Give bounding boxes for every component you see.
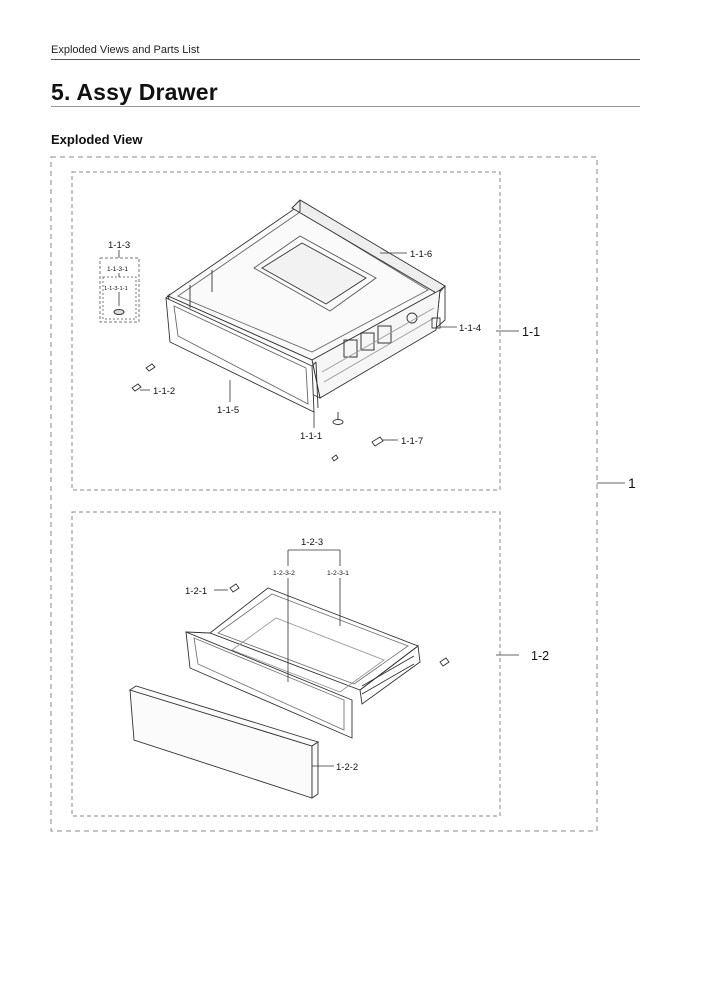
front-cover-illustration xyxy=(128,685,320,799)
label-1-1-5: 1-1-5 xyxy=(217,405,239,416)
label-1-1-2: 1-1-2 xyxy=(153,386,175,397)
label-1-1-3-1: 1-1-3-1 xyxy=(107,266,128,273)
label-1-1-6: 1-1-6 xyxy=(410,249,432,260)
label-1-2-3-2: 1-2-3-2 xyxy=(273,570,295,577)
small-parts-lower xyxy=(229,583,450,667)
label-1-1: 1-1 xyxy=(522,325,540,339)
small-parts-upper xyxy=(131,317,441,462)
upper-assembly-boundary xyxy=(71,171,501,491)
label-1-2-2: 1-2-2 xyxy=(336,762,358,773)
label-1-2-3-1: 1-2-3-1 xyxy=(327,570,349,577)
label-1-1-1: 1-1-1 xyxy=(300,431,322,442)
label-1-1-3-1-1: 1-1-3-1-1 xyxy=(104,286,128,292)
label-1-1-4: 1-1-4 xyxy=(459,323,481,334)
label-1-1-3: 1-1-3 xyxy=(108,240,130,251)
assembly-boundary xyxy=(50,156,598,832)
part-1-1-3-1-inset xyxy=(102,276,137,320)
subsection-title: Exploded View xyxy=(51,132,143,147)
label-1-2-3: 1-2-3 xyxy=(301,537,323,548)
part-1-1-3-inset xyxy=(99,257,140,323)
label-1: 1 xyxy=(628,475,636,491)
lower-leader-lines xyxy=(214,549,519,767)
running-header: Exploded Views and Parts List xyxy=(51,44,200,56)
part-1-1-3-1-1-shape xyxy=(113,309,125,315)
drawer-tray-illustration xyxy=(185,587,421,739)
lower-assembly-boundary xyxy=(71,511,501,817)
header-rule xyxy=(51,59,640,60)
section-title: 5. Assy Drawer xyxy=(51,79,218,105)
label-1-2: 1-2 xyxy=(531,649,549,663)
label-1-1-7: 1-1-7 xyxy=(401,436,423,447)
upper-leader-lines xyxy=(118,250,519,441)
title-rule xyxy=(51,106,640,107)
label-1-2-1: 1-2-1 xyxy=(185,586,207,597)
